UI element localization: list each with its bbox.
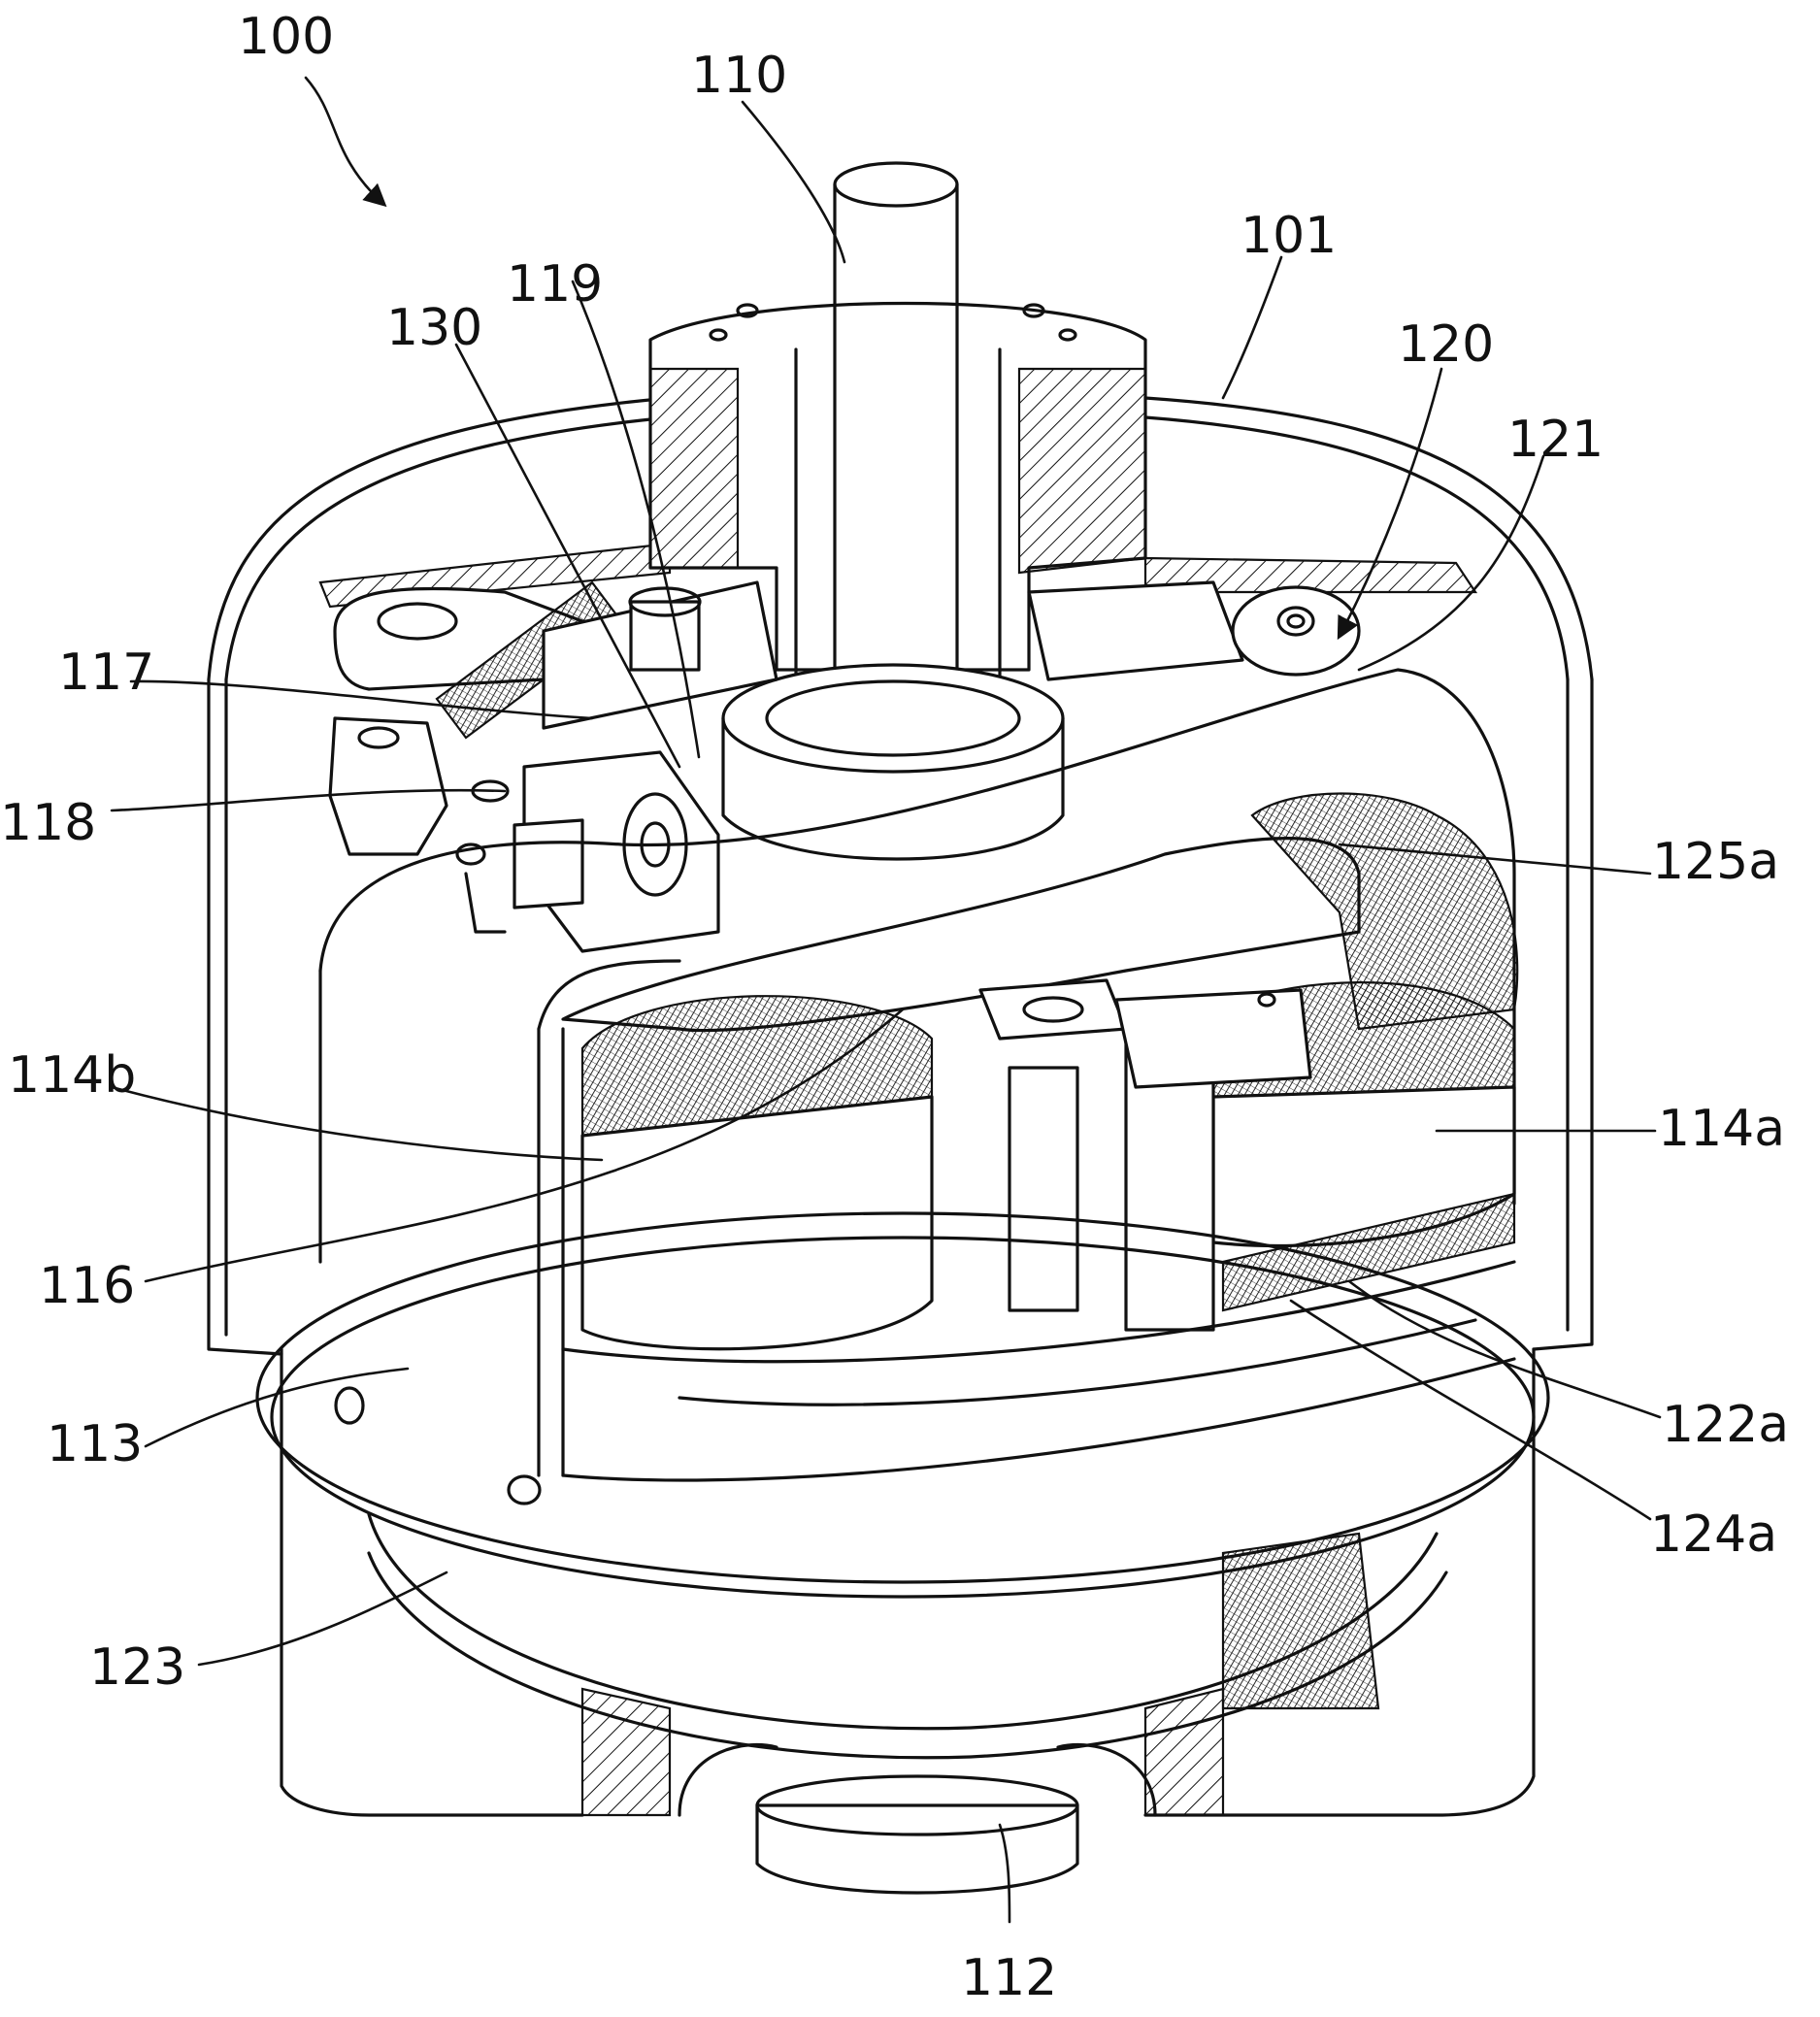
label-119: 119 bbox=[507, 255, 603, 314]
upper-shaft bbox=[794, 161, 1002, 740]
label-125a: 125a bbox=[1652, 833, 1779, 891]
label-117: 117 bbox=[58, 644, 154, 702]
label-116: 116 bbox=[39, 1257, 135, 1315]
label-124a: 124a bbox=[1650, 1505, 1777, 1564]
label-118: 118 bbox=[0, 794, 96, 852]
label-130: 130 bbox=[386, 299, 482, 357]
label-123: 123 bbox=[89, 1638, 185, 1697]
label-101: 101 bbox=[1241, 207, 1337, 265]
label-112: 112 bbox=[961, 1949, 1057, 2007]
shaft-collar bbox=[721, 663, 1065, 861]
label-121: 121 bbox=[1507, 411, 1604, 469]
left-mechanism bbox=[328, 580, 778, 953]
reference-labels: 100 110 101 119 130 120 121 117 118 125a… bbox=[0, 8, 1789, 2007]
right-pulley bbox=[1027, 580, 1361, 681]
label-100: 100 bbox=[238, 8, 334, 66]
label-114b: 114b bbox=[8, 1046, 136, 1105]
label-110: 110 bbox=[691, 47, 787, 105]
label-120: 120 bbox=[1398, 315, 1494, 374]
base-flange bbox=[255, 1211, 1550, 1895]
label-114a: 114a bbox=[1658, 1100, 1785, 1158]
outer-housing bbox=[207, 301, 1594, 1356]
label-113: 113 bbox=[47, 1415, 143, 1473]
label-122a: 122a bbox=[1662, 1396, 1789, 1454]
leader-lines bbox=[110, 76, 1662, 1924]
inner-shell bbox=[318, 668, 1519, 1482]
